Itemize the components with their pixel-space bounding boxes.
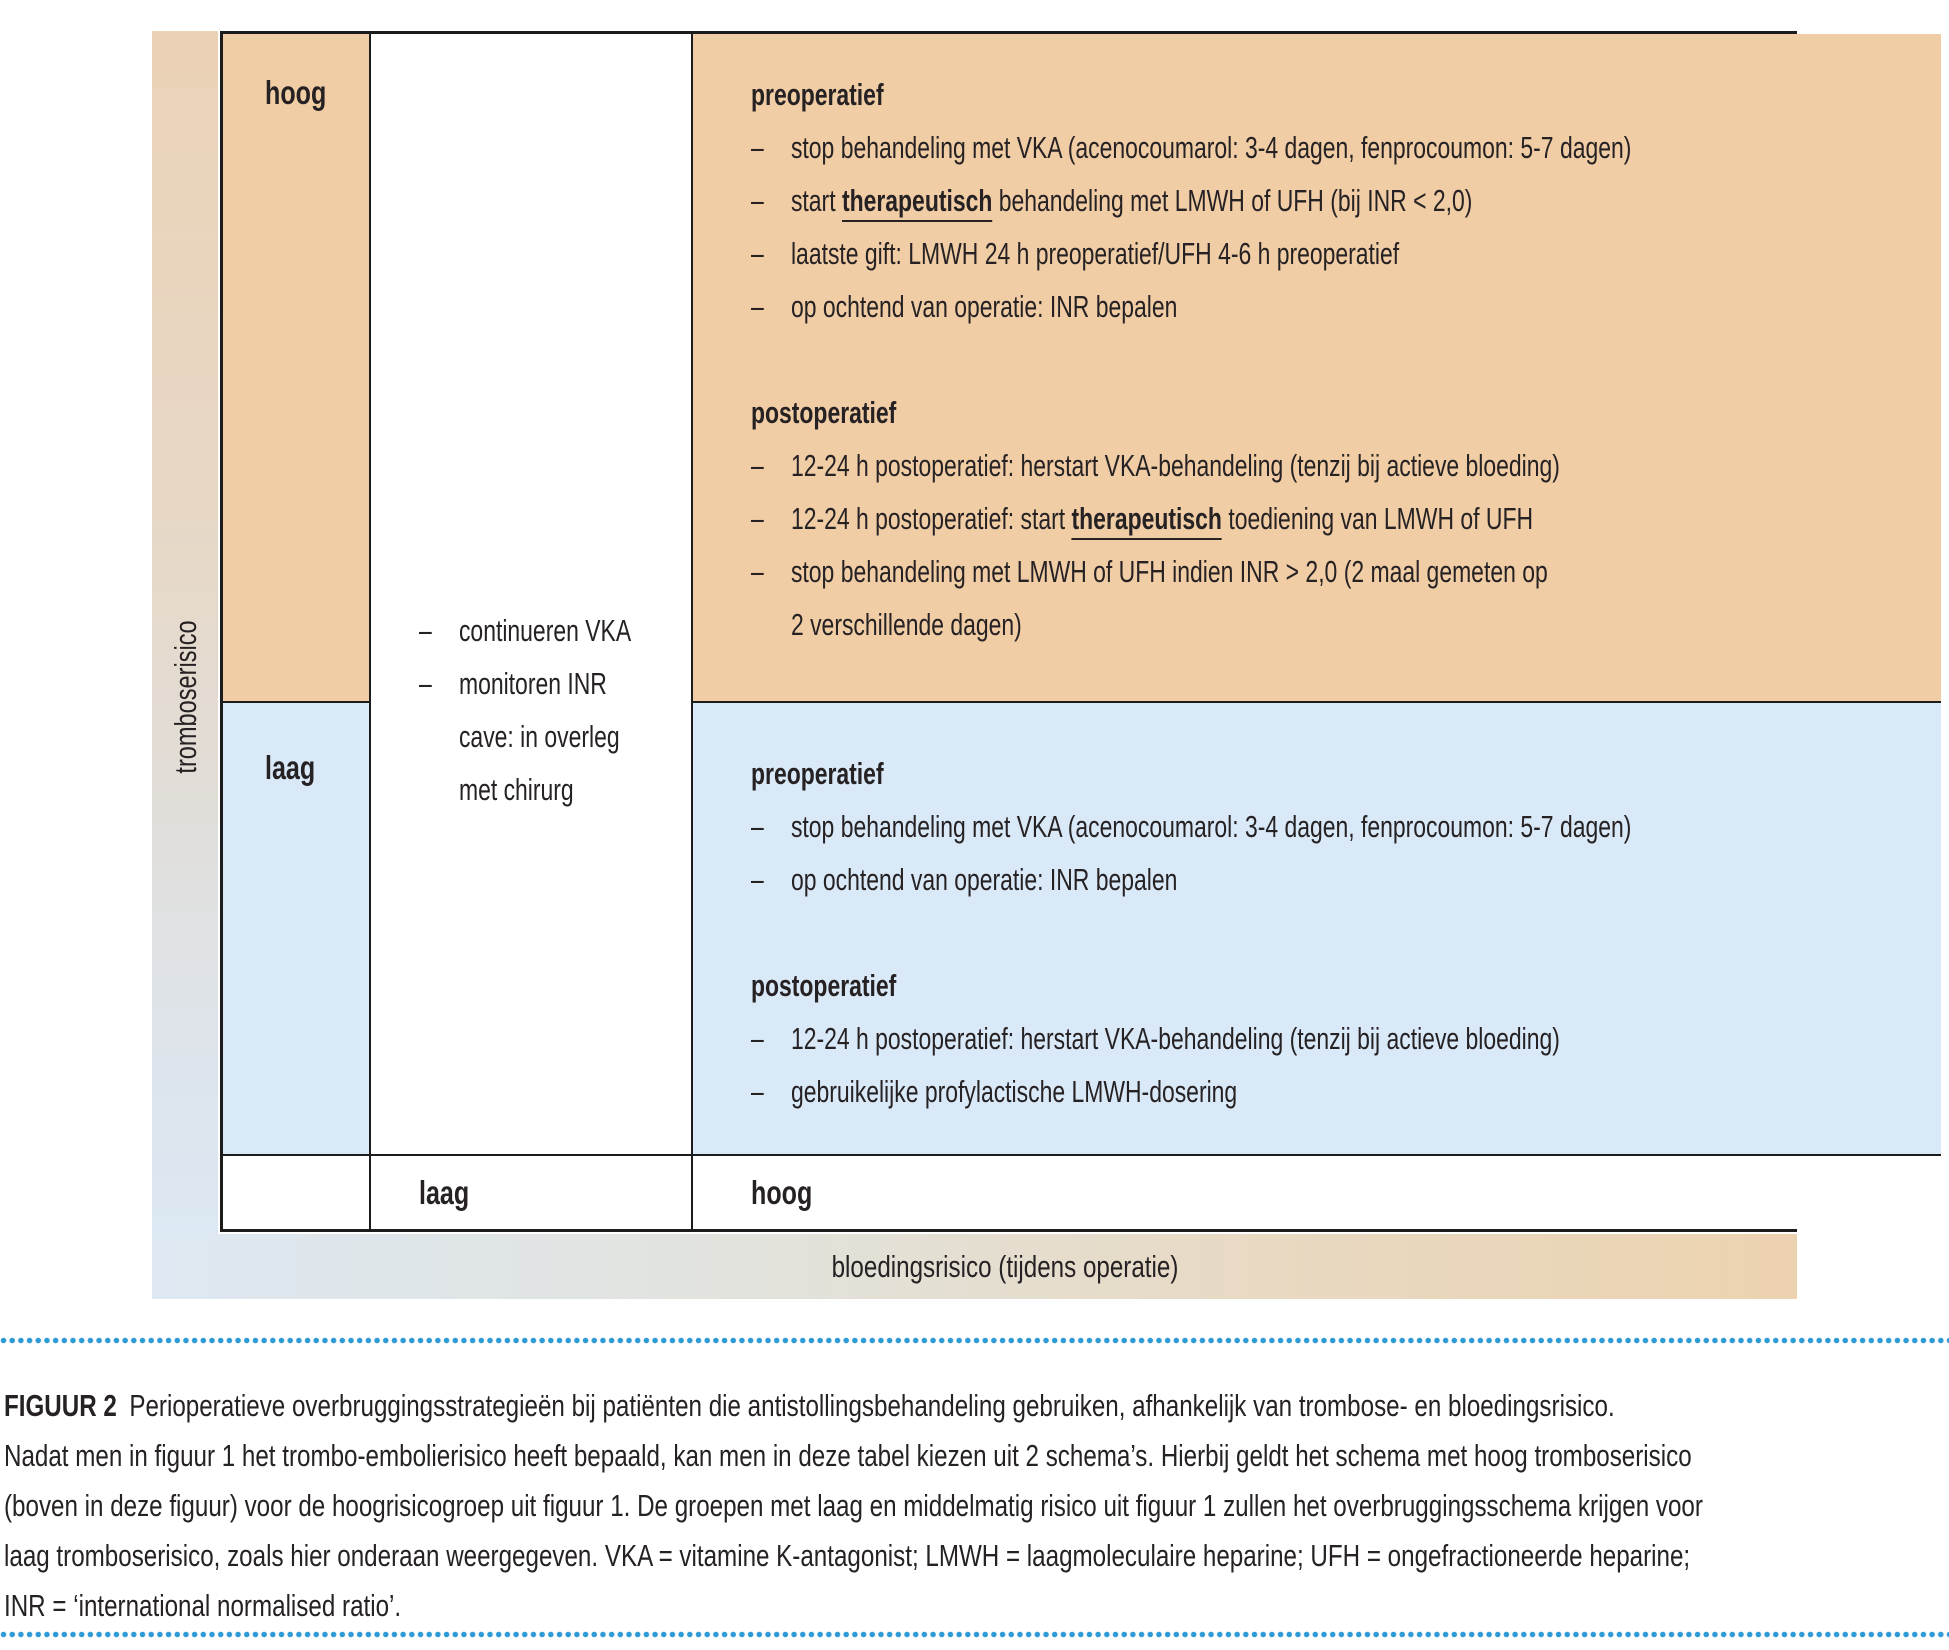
list-item-text: stop behandeling met VKA (acenocoumarol:… bbox=[790, 809, 1632, 844]
list-item: – continueren VKA bbox=[419, 604, 631, 657]
bullet-dash bbox=[419, 763, 459, 816]
section-heading-postoperatief: postoperatief bbox=[751, 968, 897, 1003]
list-item-text: cave: in overleg bbox=[458, 719, 620, 754]
section-heading-postoperatief: postoperatief bbox=[751, 395, 897, 430]
spacer bbox=[751, 906, 1941, 959]
list-item: – 12-24 h postoperatief: herstart VKA-be… bbox=[751, 1012, 1631, 1065]
cell-low-thrombosis-strategy: preoperatief – stop behandeling met VKA … bbox=[693, 703, 1941, 1156]
bullet-dash: – bbox=[751, 448, 764, 483]
cell-thrombosis-low-label: laag bbox=[223, 703, 371, 1156]
bullet-dash: – bbox=[751, 289, 764, 324]
list-item: – op ochtend van operatie: INR bepalen bbox=[751, 280, 1631, 333]
list-item: – laatste gift: LMWH 24 h preoperatief/U… bbox=[751, 227, 1631, 280]
dotted-divider-bottom bbox=[0, 1631, 1949, 1638]
emphasized-term: therapeutisch bbox=[841, 183, 993, 222]
row-label-hoog: hoog bbox=[265, 74, 327, 111]
list-item: – gebruikelijke profylactische LMWH-dose… bbox=[751, 1065, 1631, 1118]
thrombosis-axis-label: tromboserisico bbox=[168, 620, 203, 774]
bleeding-axis-label: bloedingsrisico (tijdens operatie) bbox=[831, 1248, 1178, 1284]
bullet-dash: – bbox=[751, 183, 764, 218]
list-item-text: continueren VKA bbox=[458, 613, 632, 648]
list-item: – stop behandeling met VKA (acenocoumaro… bbox=[751, 121, 1631, 174]
section-heading-preoperatief: preoperatief bbox=[751, 77, 884, 112]
list-item: – start therapeutisch behandeling met LM… bbox=[751, 174, 1631, 227]
list-item-text: laatste gift: LMWH 24 h preoperatief/UFH… bbox=[790, 236, 1400, 271]
bleeding-axis-gradient: bloedingsrisico (tijdens operatie) bbox=[152, 1234, 1797, 1299]
cell-bottom-empty bbox=[223, 1156, 371, 1229]
caption-line: INR = ‘international normalised ratio’. bbox=[4, 1588, 402, 1623]
caption-line: laag tromboserisico, zoals hier onderaan… bbox=[4, 1538, 1691, 1573]
bullet-dash: – bbox=[751, 1074, 764, 1109]
list-item-text: stop behandeling met LMWH of UFH indien … bbox=[790, 554, 1548, 642]
list-item-text: 12-24 h postoperatief: herstart VKA-beha… bbox=[790, 448, 1560, 483]
list-item: met chirurg bbox=[419, 763, 620, 816]
caption-line: Nadat men in figuur 1 het trombo-embolie… bbox=[4, 1438, 1692, 1473]
list-item-text: 12-24 h postoperatief: herstart VKA-beha… bbox=[790, 1021, 1560, 1056]
caption-line: (boven in deze figuur) voor de hoogrisic… bbox=[4, 1488, 1703, 1523]
col-label-laag: laag bbox=[419, 1173, 470, 1211]
list-item: – stop behandeling met LMWH of UFH indie… bbox=[751, 545, 1631, 651]
col-label-hoog: hoog bbox=[751, 1173, 813, 1211]
bullet-dash bbox=[419, 710, 459, 763]
risk-matrix: hoog – continueren VKA – monitoren INR c… bbox=[220, 31, 1941, 1232]
bullet-dash: – bbox=[751, 862, 764, 897]
list-item: – op ochtend van operatie: INR bepalen bbox=[751, 853, 1631, 906]
list-item-text: op ochtend van operatie: INR bepalen bbox=[790, 289, 1178, 324]
list-item: – monitoren INR bbox=[419, 657, 620, 710]
list-item-text: met chirurg bbox=[458, 772, 574, 807]
list-item-text: op ochtend van operatie: INR bepalen bbox=[790, 862, 1178, 897]
list-item-text: stop behandeling met VKA (acenocoumarol:… bbox=[790, 130, 1632, 165]
list-item: – stop behandeling met VKA (acenocoumaro… bbox=[751, 800, 1631, 853]
bullet-dash: – bbox=[751, 130, 764, 165]
thrombosis-axis-gradient bbox=[152, 31, 218, 1299]
cell-bleeding-high-label: hoog bbox=[693, 1156, 1941, 1229]
section-heading-preoperatief: preoperatief bbox=[751, 756, 884, 791]
list-item-text: start therapeutisch behandeling met LMWH… bbox=[791, 174, 1472, 227]
bullet-dash: – bbox=[419, 666, 432, 701]
bullet-dash: – bbox=[751, 1021, 764, 1056]
bullet-dash: – bbox=[751, 501, 764, 536]
spacer bbox=[751, 333, 1941, 386]
list-item: – 12-24 h postoperatief: start therapeut… bbox=[751, 492, 1631, 545]
list-item: – 12-24 h postoperatief: herstart VKA-be… bbox=[751, 439, 1631, 492]
list-item-text: 12-24 h postoperatief: start therapeutis… bbox=[791, 492, 1533, 545]
cell-thrombosis-high-label: hoog bbox=[223, 34, 371, 703]
row-label-laag: laag bbox=[265, 749, 316, 786]
cell-bleeding-low-label: laag bbox=[371, 1156, 693, 1229]
list-item: cave: in overleg bbox=[419, 710, 620, 763]
cell-low-bleeding-strategy: – continueren VKA – monitoren INR cave: … bbox=[371, 34, 693, 1156]
cell-high-thrombosis-strategy: preoperatief – stop behandeling met VKA … bbox=[693, 34, 1941, 703]
list-item-text: monitoren INR bbox=[458, 666, 607, 701]
bullet-dash: – bbox=[751, 809, 764, 844]
list-item-text: gebruikelijke profylactische LMWH-doseri… bbox=[790, 1074, 1238, 1109]
dotted-divider-top bbox=[0, 1337, 1949, 1344]
emphasized-term: therapeutisch bbox=[1071, 501, 1222, 540]
bullet-dash: – bbox=[751, 554, 764, 589]
figure-number: FIGUUR 2 bbox=[4, 1388, 117, 1423]
bullet-dash: – bbox=[751, 236, 764, 271]
bullet-dash: – bbox=[419, 613, 432, 648]
